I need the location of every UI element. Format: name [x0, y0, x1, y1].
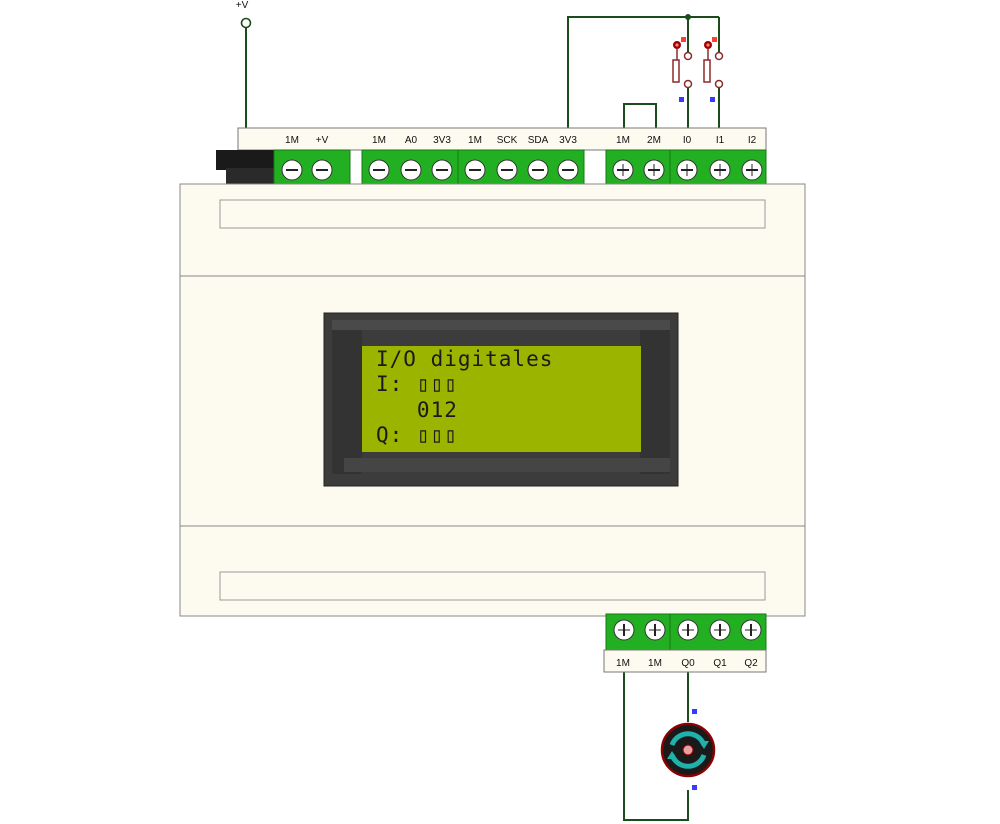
screw-terminal[interactable]: [741, 159, 763, 181]
bottom-terminal-labels: 1M 1M Q0 Q1 Q2: [616, 658, 758, 669]
svg-text:I1: I1: [716, 135, 725, 146]
screw-terminal[interactable]: [431, 159, 453, 181]
svg-text:1M: 1M: [616, 135, 630, 146]
svg-text:SCK: SCK: [497, 135, 518, 146]
svg-text:3V3: 3V3: [433, 135, 451, 146]
screw-terminal[interactable]: [613, 619, 635, 641]
screw-terminal[interactable]: [557, 159, 579, 181]
screw-terminal[interactable]: [740, 619, 762, 641]
label-slot-top: [219, 199, 766, 229]
pin-marker: [692, 709, 697, 714]
lcd-line-3: 012: [376, 398, 458, 422]
screw-terminal[interactable]: [311, 159, 333, 181]
screw-terminal[interactable]: [676, 159, 698, 181]
svg-text:I0: I0: [683, 135, 692, 146]
svg-text:3V3: 3V3: [559, 135, 577, 146]
svg-text:Q2: Q2: [744, 658, 758, 669]
lcd-line-4: Q: ▯▯▯: [376, 423, 458, 447]
pin-marker: [692, 785, 697, 790]
screw-terminal[interactable]: [281, 159, 303, 181]
screw-terminal[interactable]: [677, 619, 699, 641]
screw-terminal[interactable]: [644, 619, 666, 641]
svg-text:1M: 1M: [468, 135, 482, 146]
bottom-label-strip: [603, 649, 767, 673]
wire-junction: [685, 14, 691, 20]
svg-text:2M: 2M: [647, 135, 661, 146]
motor-icon[interactable]: [660, 709, 716, 790]
pushbutton-i1[interactable]: [703, 37, 724, 102]
wire-3v3-to-switches: [567, 16, 719, 128]
pin-marker: [679, 97, 684, 102]
svg-text:I2: I2: [748, 135, 757, 146]
screw-terminal[interactable]: [527, 159, 549, 181]
svg-text:A0: A0: [405, 135, 418, 146]
svg-text:1M: 1M: [648, 658, 662, 669]
label-slot-bottom: [219, 571, 766, 601]
top-terminal-block-1: [273, 149, 351, 187]
bottom-terminal-block: [605, 613, 767, 651]
screw-terminal[interactable]: [464, 159, 486, 181]
top-terminal-block-2: [361, 149, 585, 187]
screw-terminal[interactable]: [643, 159, 665, 181]
plc-housing: [179, 183, 806, 617]
svg-text:1M: 1M: [616, 658, 630, 669]
lcd-screen: [362, 346, 641, 452]
screw-terminal[interactable]: [400, 159, 422, 181]
screw-terminal[interactable]: [709, 159, 731, 181]
screw-terminal[interactable]: [496, 159, 518, 181]
pushbutton-i0[interactable]: [672, 37, 693, 102]
lcd-display: I/O digitales I: ▯▯▯ 012 Q: ▯▯▯: [323, 312, 679, 487]
lcd-line-2: I: ▯▯▯: [376, 372, 458, 396]
pin-marker: [710, 97, 715, 102]
screw-terminal[interactable]: [612, 159, 634, 181]
wire-1m-to-motor: [623, 672, 689, 821]
screw-terminal[interactable]: [368, 159, 390, 181]
supply-terminal-icon[interactable]: [240, 17, 252, 29]
supply-label: +V: [236, 0, 249, 11]
svg-text:Q1: Q1: [713, 658, 727, 669]
svg-text:+V: +V: [316, 135, 329, 146]
screw-terminal[interactable]: [709, 619, 731, 641]
svg-text:SDA: SDA: [528, 135, 549, 146]
svg-text:1M: 1M: [372, 135, 386, 146]
power-jack-icon: [216, 150, 276, 186]
top-terminal-labels: 1M +V 1M A0 3V3 1M SCK SDA 3V3 1M 2M I0 …: [285, 135, 757, 146]
svg-text:Q0: Q0: [681, 658, 695, 669]
top-terminal-block-3: [605, 149, 767, 187]
wires: [245, 16, 720, 821]
svg-text:1M: 1M: [285, 135, 299, 146]
wire-1m-2m-jumper: [623, 103, 657, 128]
lcd-line-1: I/O digitales: [376, 347, 553, 371]
